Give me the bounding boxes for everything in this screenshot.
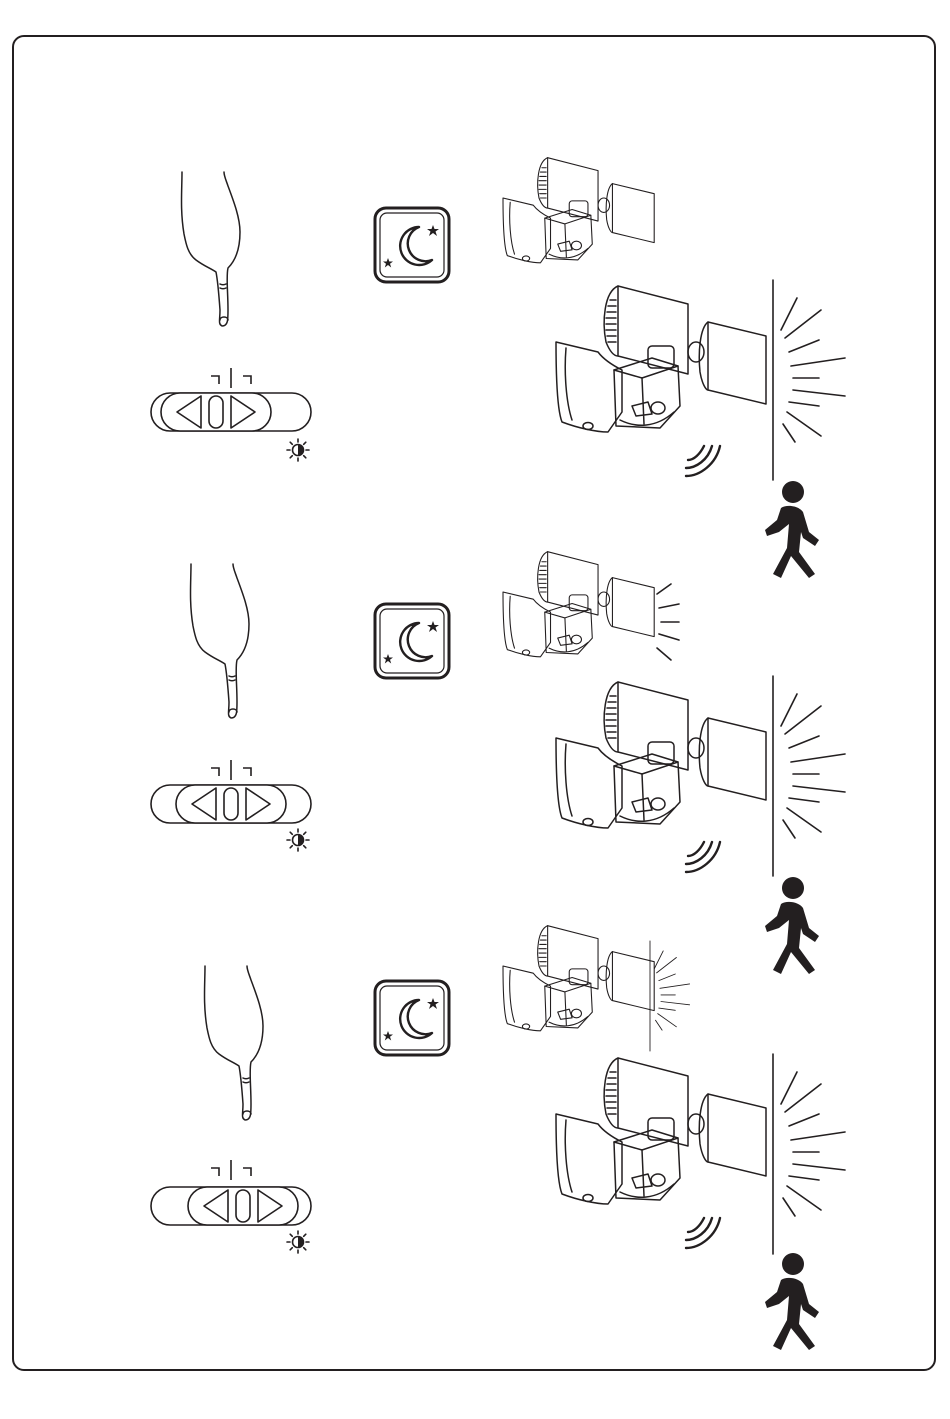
slide-switch-icon [151, 785, 311, 823]
slide-switch-icon [151, 393, 311, 431]
sun-icon [287, 1231, 309, 1253]
light-rays-icon [773, 1054, 845, 1254]
sun-icon [287, 439, 309, 461]
hand-pointing-icon [182, 172, 241, 326]
motion-waves-icon [686, 446, 720, 476]
floodlight-icon-large [556, 286, 766, 432]
floodlight-icon-small [503, 552, 654, 657]
light-rays-icon [773, 280, 845, 480]
walking-person-icon [765, 481, 819, 578]
floodlight-icon-large [556, 1058, 766, 1204]
walking-person-icon [765, 1253, 819, 1350]
night-mode-moon-icon [375, 981, 449, 1055]
alignment-marks [211, 368, 251, 388]
sun-icon [287, 829, 309, 851]
floodlight-icon-small [503, 926, 654, 1031]
alignment-marks [211, 760, 251, 780]
night-mode-moon-icon [375, 208, 449, 282]
hand-pointing-icon [205, 966, 264, 1120]
motion-waves-icon [686, 842, 720, 872]
walking-person-icon [765, 877, 819, 974]
light-rays-icon-small [657, 584, 679, 660]
floodlight-icon-small [503, 158, 654, 263]
light-rays-icon-small [650, 941, 690, 1051]
slide-switch-icon [151, 1187, 311, 1225]
step-1 [151, 158, 845, 578]
step-3 [151, 926, 845, 1350]
alignment-marks [211, 1160, 251, 1180]
light-rays-icon [773, 676, 845, 876]
hand-pointing-icon [191, 564, 250, 718]
step-2 [151, 552, 845, 974]
floodlight-icon-large [556, 682, 766, 828]
night-mode-moon-icon [375, 604, 449, 678]
motion-waves-icon [686, 1218, 720, 1248]
